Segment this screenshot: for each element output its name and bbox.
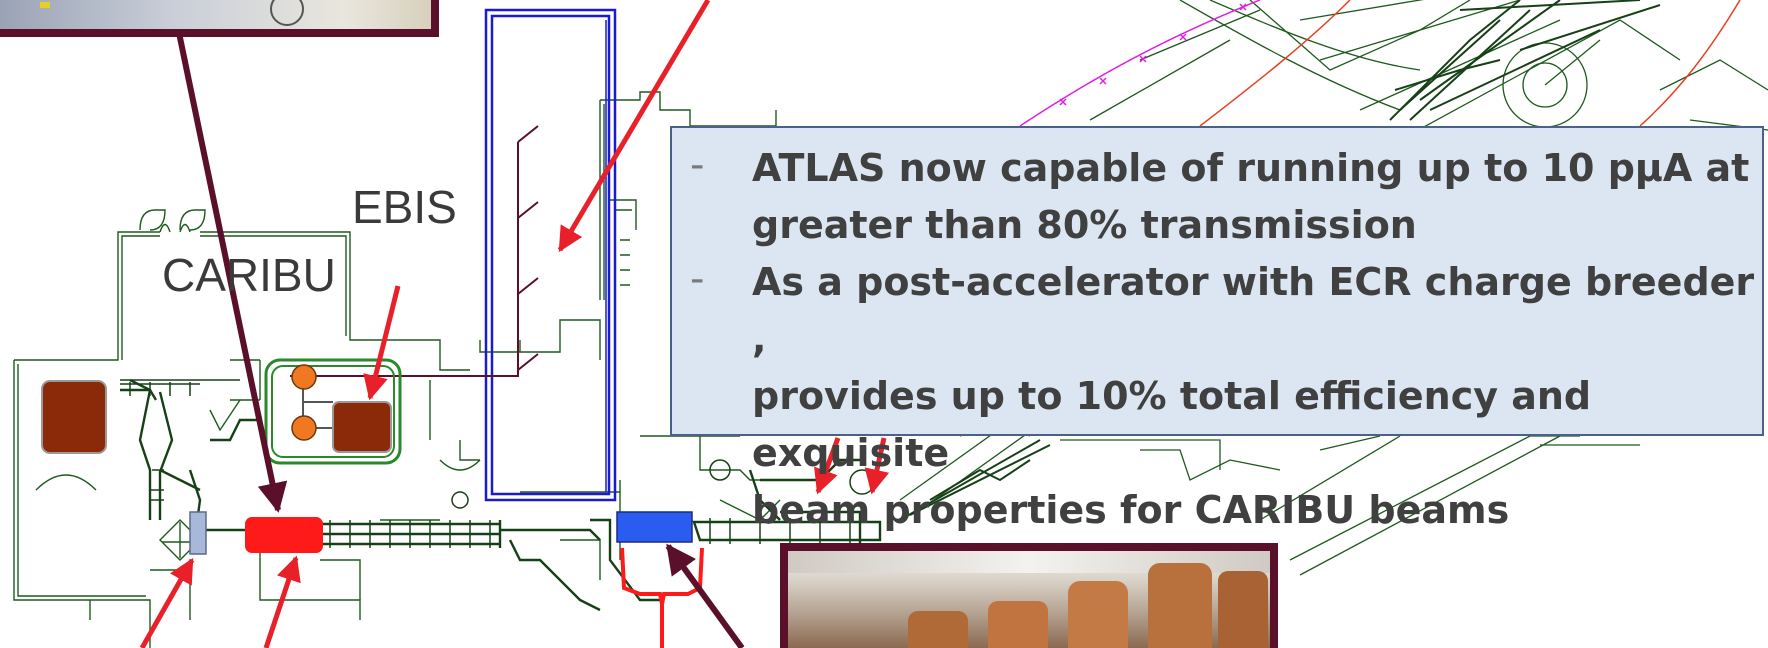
lower-right-beam-hall — [899, 399, 1640, 576]
callout-bullet-2: As a post-accelerator with ECR charge br… — [752, 254, 1762, 539]
magenta-path — [1019, 0, 1261, 127]
upper-right-beamline-sketch — [1089, 0, 1768, 141]
pointer-from-bottom-photo — [665, 543, 745, 648]
linac-outer-frame — [484, 8, 617, 502]
small-gray-component — [189, 511, 207, 555]
callout-line: As a post-accelerator with ECR charge br… — [752, 260, 1755, 361]
magenta-markers — [1059, 3, 1247, 106]
blue-component — [616, 511, 693, 543]
ebis-node-lower — [291, 415, 317, 441]
photo-detail — [988, 601, 1048, 648]
callout-line: beam properties for CARIBU beams — [752, 488, 1510, 532]
arrow-to-ebis-block — [363, 285, 401, 401]
lower-right-beamline — [899, 439, 1051, 521]
ebis-node-upper — [291, 364, 317, 390]
pointer-from-top-photo — [175, 27, 288, 513]
photo-detail — [1148, 563, 1212, 648]
beamline-junction — [451, 491, 469, 509]
photo-detail — [1218, 571, 1268, 648]
building-outline — [13, 91, 781, 648]
linac-inner-frame — [490, 14, 611, 496]
arrow-to-gray-component — [139, 557, 195, 648]
ebis-block — [332, 401, 392, 453]
ebis-enclosure-inner — [271, 365, 395, 458]
arrow-to-beamline-a — [814, 437, 841, 495]
photo-detail — [40, 2, 50, 8]
callout-line: greater than 80% transmission — [752, 203, 1417, 247]
equipment-photo-top — [0, 0, 439, 37]
beamline-junction — [709, 459, 731, 481]
photo-detail — [1068, 581, 1128, 648]
arrow-to-beamline-b — [864, 437, 890, 495]
callout-bullet-1: ATLAS now capable of running up to 10 pμ… — [752, 140, 1749, 254]
info-callout: - ATLAS now capable of running up to 10 … — [670, 126, 1764, 532]
dense-beamline-cluster — [1389, 0, 1661, 121]
red-curve-upper — [1199, 0, 1351, 127]
equipment-photo-bottom — [780, 543, 1278, 648]
photo-detail — [270, 0, 304, 26]
red-curve-right — [1639, 0, 1741, 127]
ebis-label: EBIS — [352, 181, 457, 233]
caribu-label: CARIBU — [162, 249, 336, 301]
photo-detail — [908, 611, 968, 648]
red-component — [245, 517, 323, 553]
bullet-marker: - — [690, 256, 705, 302]
callout-line: provides up to 10% total efficiency and … — [752, 374, 1592, 475]
ebis-enclosure-outer — [264, 358, 402, 465]
callout-line: ATLAS now capable of running up to 10 pμ… — [752, 146, 1750, 190]
beamline-segments — [120, 379, 851, 548]
arrow-to-red-component — [263, 555, 301, 648]
bullet-marker: - — [690, 142, 705, 188]
caribu-source-block — [41, 380, 107, 454]
arrow-to-linac — [557, 0, 711, 253]
